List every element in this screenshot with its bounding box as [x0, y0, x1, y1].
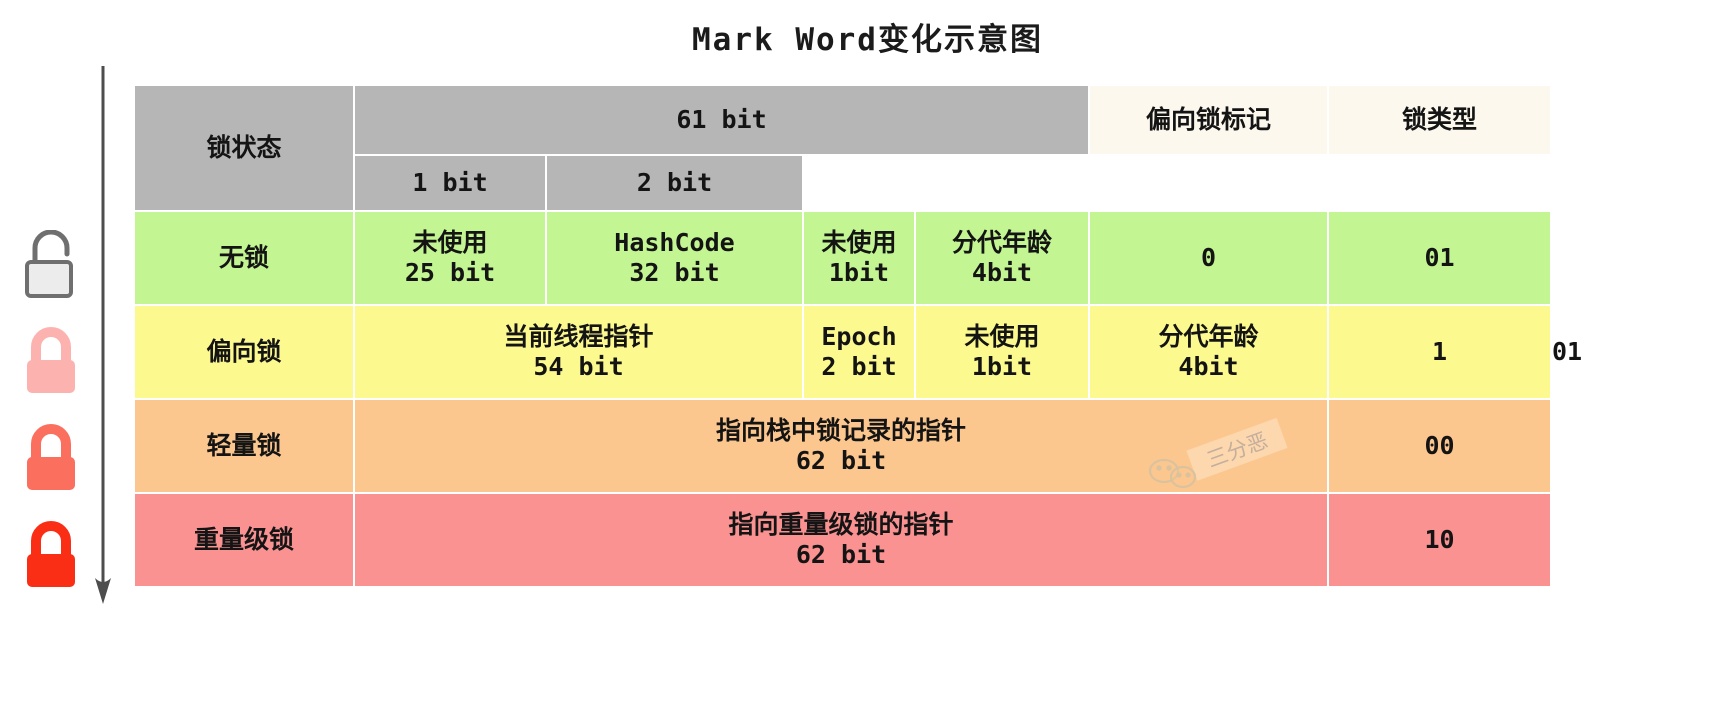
header-lock-state: 锁状态 — [135, 86, 353, 210]
field-stack-lock-record-pointer-62bit: 指向栈中锁记录的指针 62 bit — [355, 400, 1327, 492]
header-lock-type-bits: 2 bit — [547, 156, 802, 210]
field-label: 未使用 — [412, 227, 488, 257]
biased-flag-biased-lock: 1 — [1329, 306, 1550, 398]
row-state-lightweight-lock: 轻量锁 — [135, 400, 353, 492]
field-label: 当前线程指针 — [503, 321, 654, 351]
table-header-row-top: 锁状态 61 bit 偏向锁标记 锁类型 — [135, 86, 1552, 210]
header-payload-bits: 61 bit — [355, 86, 1088, 154]
table-row-heavyweight-lock: 重量级锁 指向重量级锁的指针 62 bit 10 — [135, 494, 1552, 586]
biased-flag-no-lock: 0 — [1090, 212, 1327, 304]
field-bits: 32 bit — [629, 258, 720, 287]
field-bits: 1bit — [828, 258, 890, 287]
field-epoch-2bit: Epoch 2 bit — [804, 306, 914, 398]
field-label: Epoch — [821, 321, 897, 351]
row-state-biased-lock: 偏向锁 — [135, 306, 353, 398]
lightweight-lock-icon — [12, 412, 90, 508]
field-unused-1bit: 未使用 1bit — [804, 212, 914, 304]
table-row-no-lock: 无锁 未使用 25 bit HashCode 32 bit 未使用 1bit 分… — [135, 212, 1552, 304]
field-label: HashCode — [614, 227, 735, 257]
field-label: 指向重量级锁的指针 — [728, 509, 954, 539]
field-label: 未使用 — [964, 321, 1040, 351]
field-heavyweight-monitor-pointer-62bit: 指向重量级锁的指针 62 bit — [355, 494, 1327, 586]
lock-type-no-lock: 01 — [1329, 212, 1550, 304]
table-row-lightweight-lock: 轻量锁 指向栈中锁记录的指针 62 bit 00 — [135, 400, 1552, 492]
lock-icon-column — [12, 218, 90, 610]
field-bits: 25 bit — [404, 258, 496, 287]
field-bits: 54 bit — [533, 352, 624, 381]
field-label: 分代年龄 — [1158, 321, 1259, 351]
field-bits: 1bit — [971, 352, 1033, 381]
mark-word-table: 锁状态 61 bit 偏向锁标记 锁类型 1 bit 2 bit 无锁 未使用 … — [133, 84, 1582, 588]
biased-lock-icon — [12, 315, 90, 411]
field-bits: 4bit — [971, 258, 1033, 287]
field-label: 指向栈中锁记录的指针 — [715, 415, 966, 445]
field-bits: 2 bit — [821, 352, 897, 381]
field-label: 分代年龄 — [951, 227, 1052, 257]
header-biased-flag-bits: 1 bit — [355, 156, 545, 210]
field-generation-age-4bit: 分代年龄 4bit — [1090, 306, 1327, 398]
field-unused-1bit: 未使用 1bit — [916, 306, 1088, 398]
field-bits: 62 bit — [795, 540, 887, 569]
header-lock-type: 锁类型 — [1329, 86, 1550, 154]
heavyweight-lock-icon — [12, 509, 90, 605]
table-row-biased-lock: 偏向锁 当前线程指针 54 bit Epoch 2 bit 未使用 1bit 分… — [135, 306, 1582, 398]
field-hashcode-32bit: HashCode 32 bit — [547, 212, 802, 304]
field-unused-25bit: 未使用 25 bit — [355, 212, 545, 304]
table-header-row-bottom: 1 bit 2 bit — [135, 156, 1552, 210]
unlocked-lock-icon — [12, 218, 90, 314]
row-state-no-lock: 无锁 — [135, 212, 353, 304]
field-label: 未使用 — [821, 227, 897, 257]
lock-type-heavyweight-lock: 10 — [1329, 494, 1550, 586]
lock-escalation-arrow — [95, 66, 111, 604]
field-bits: 62 bit — [795, 446, 887, 475]
page-title: Mark Word变化示意图 — [692, 22, 1043, 58]
lock-type-lightweight-lock: 00 — [1329, 400, 1550, 492]
header-biased-flag: 偏向锁标记 — [1090, 86, 1327, 154]
field-thread-pointer-54bit: 当前线程指针 54 bit — [355, 306, 802, 398]
field-generation-age-4bit: 分代年龄 4bit — [916, 212, 1088, 304]
field-bits: 4bit — [1178, 352, 1239, 381]
row-state-heavyweight-lock: 重量级锁 — [135, 494, 353, 586]
